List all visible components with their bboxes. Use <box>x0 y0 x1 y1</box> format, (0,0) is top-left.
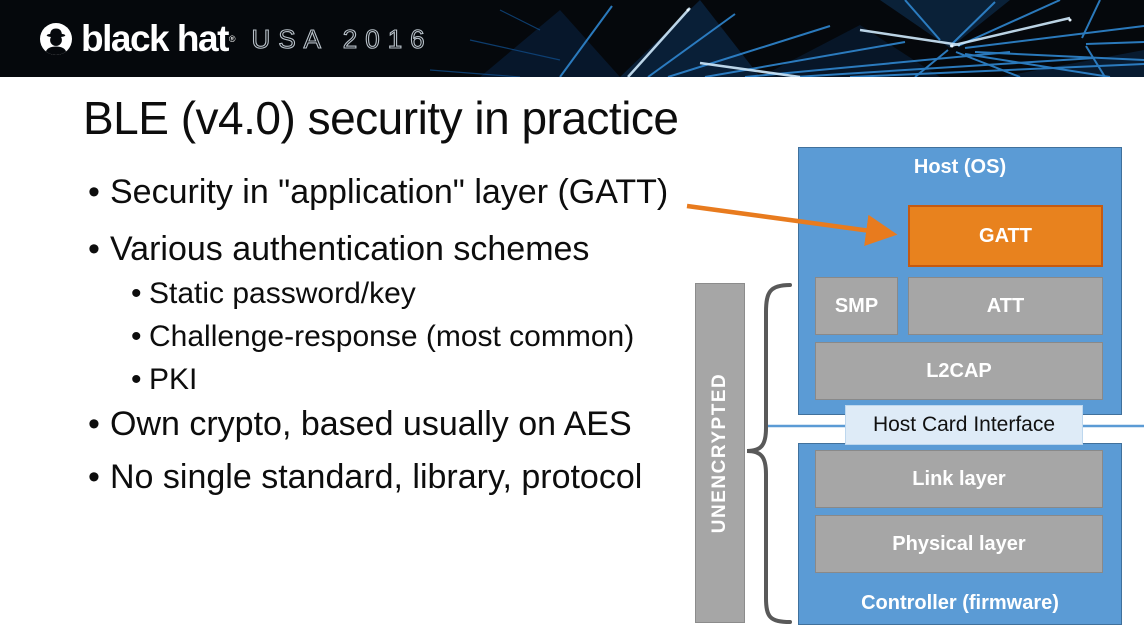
l2cap-label: L2CAP <box>926 359 992 382</box>
bullet-text: PKI <box>149 363 198 396</box>
att-label: ATT <box>986 294 1025 317</box>
link-layer-label: Link layer <box>912 467 1006 490</box>
host-card-interface-box: Host Card Interface <box>845 405 1083 445</box>
bullet-dot: • <box>88 173 100 211</box>
bullet-item: •Static password/key <box>131 276 416 312</box>
gatt-label: GATT <box>979 224 1032 247</box>
bullet-dot: • <box>131 277 142 310</box>
bullet-text: Various authentication schemes <box>110 230 590 268</box>
bullet-item: • No single standard, library, protocol <box>88 457 642 498</box>
unencrypted-label: UNENCRYPTED <box>709 372 731 534</box>
event-name: USA 2016 <box>251 23 433 54</box>
unencrypted-brace <box>746 283 792 624</box>
bullet-text: Static password/key <box>149 277 416 310</box>
bullet-dot: • <box>88 458 100 496</box>
att-layer-box: ATT <box>908 277 1103 335</box>
shattered-glass-graphic <box>0 0 1144 77</box>
bullet-text: Security in "application" layer (GATT) <box>110 173 669 211</box>
hci-label: Host Card Interface <box>872 413 1056 436</box>
bullet-item: • Security in "application" layer (GATT) <box>88 172 668 213</box>
link-layer-box: Link layer <box>815 450 1103 508</box>
blackhat-brand: black hat® USA 2016 <box>40 0 433 77</box>
unencrypted-bar: UNENCRYPTED <box>695 283 745 623</box>
controller-label: Controller (firmware) <box>861 592 1059 614</box>
physical-layer-label: Physical layer <box>892 532 1026 555</box>
registered-mark: ® <box>228 33 236 44</box>
blackhat-logo-icon <box>40 22 72 55</box>
blackhat-banner: black hat® USA 2016 <box>0 0 1144 77</box>
gatt-layer-box: GATT <box>908 205 1103 267</box>
physical-layer-box: Physical layer <box>815 515 1103 573</box>
bullet-text: Challenge-response (most common) <box>149 320 635 353</box>
bullet-item: • Own crypto, based usually on AES <box>88 404 632 445</box>
bullet-dot: • <box>88 230 100 268</box>
l2cap-layer-box: L2CAP <box>815 342 1103 400</box>
bullet-item: •PKI <box>131 362 197 398</box>
bullet-text: Own crypto, based usually on AES <box>110 405 632 443</box>
bullet-dot: • <box>88 405 100 443</box>
slide-title: BLE (v4.0) security in practice <box>83 92 679 144</box>
bullet-dot: • <box>131 363 142 396</box>
smp-layer-box: SMP <box>815 277 898 335</box>
smp-label: SMP <box>834 294 879 317</box>
host-os-label: Host (OS) <box>913 156 1007 178</box>
bullet-dot: • <box>131 320 142 353</box>
brand-wordmark: black hat <box>81 18 229 59</box>
bullet-item: •Challenge-response (most common) <box>131 319 634 355</box>
bullet-item: • Various authentication schemes <box>88 229 589 270</box>
bullet-text: No single standard, library, protocol <box>110 458 643 496</box>
